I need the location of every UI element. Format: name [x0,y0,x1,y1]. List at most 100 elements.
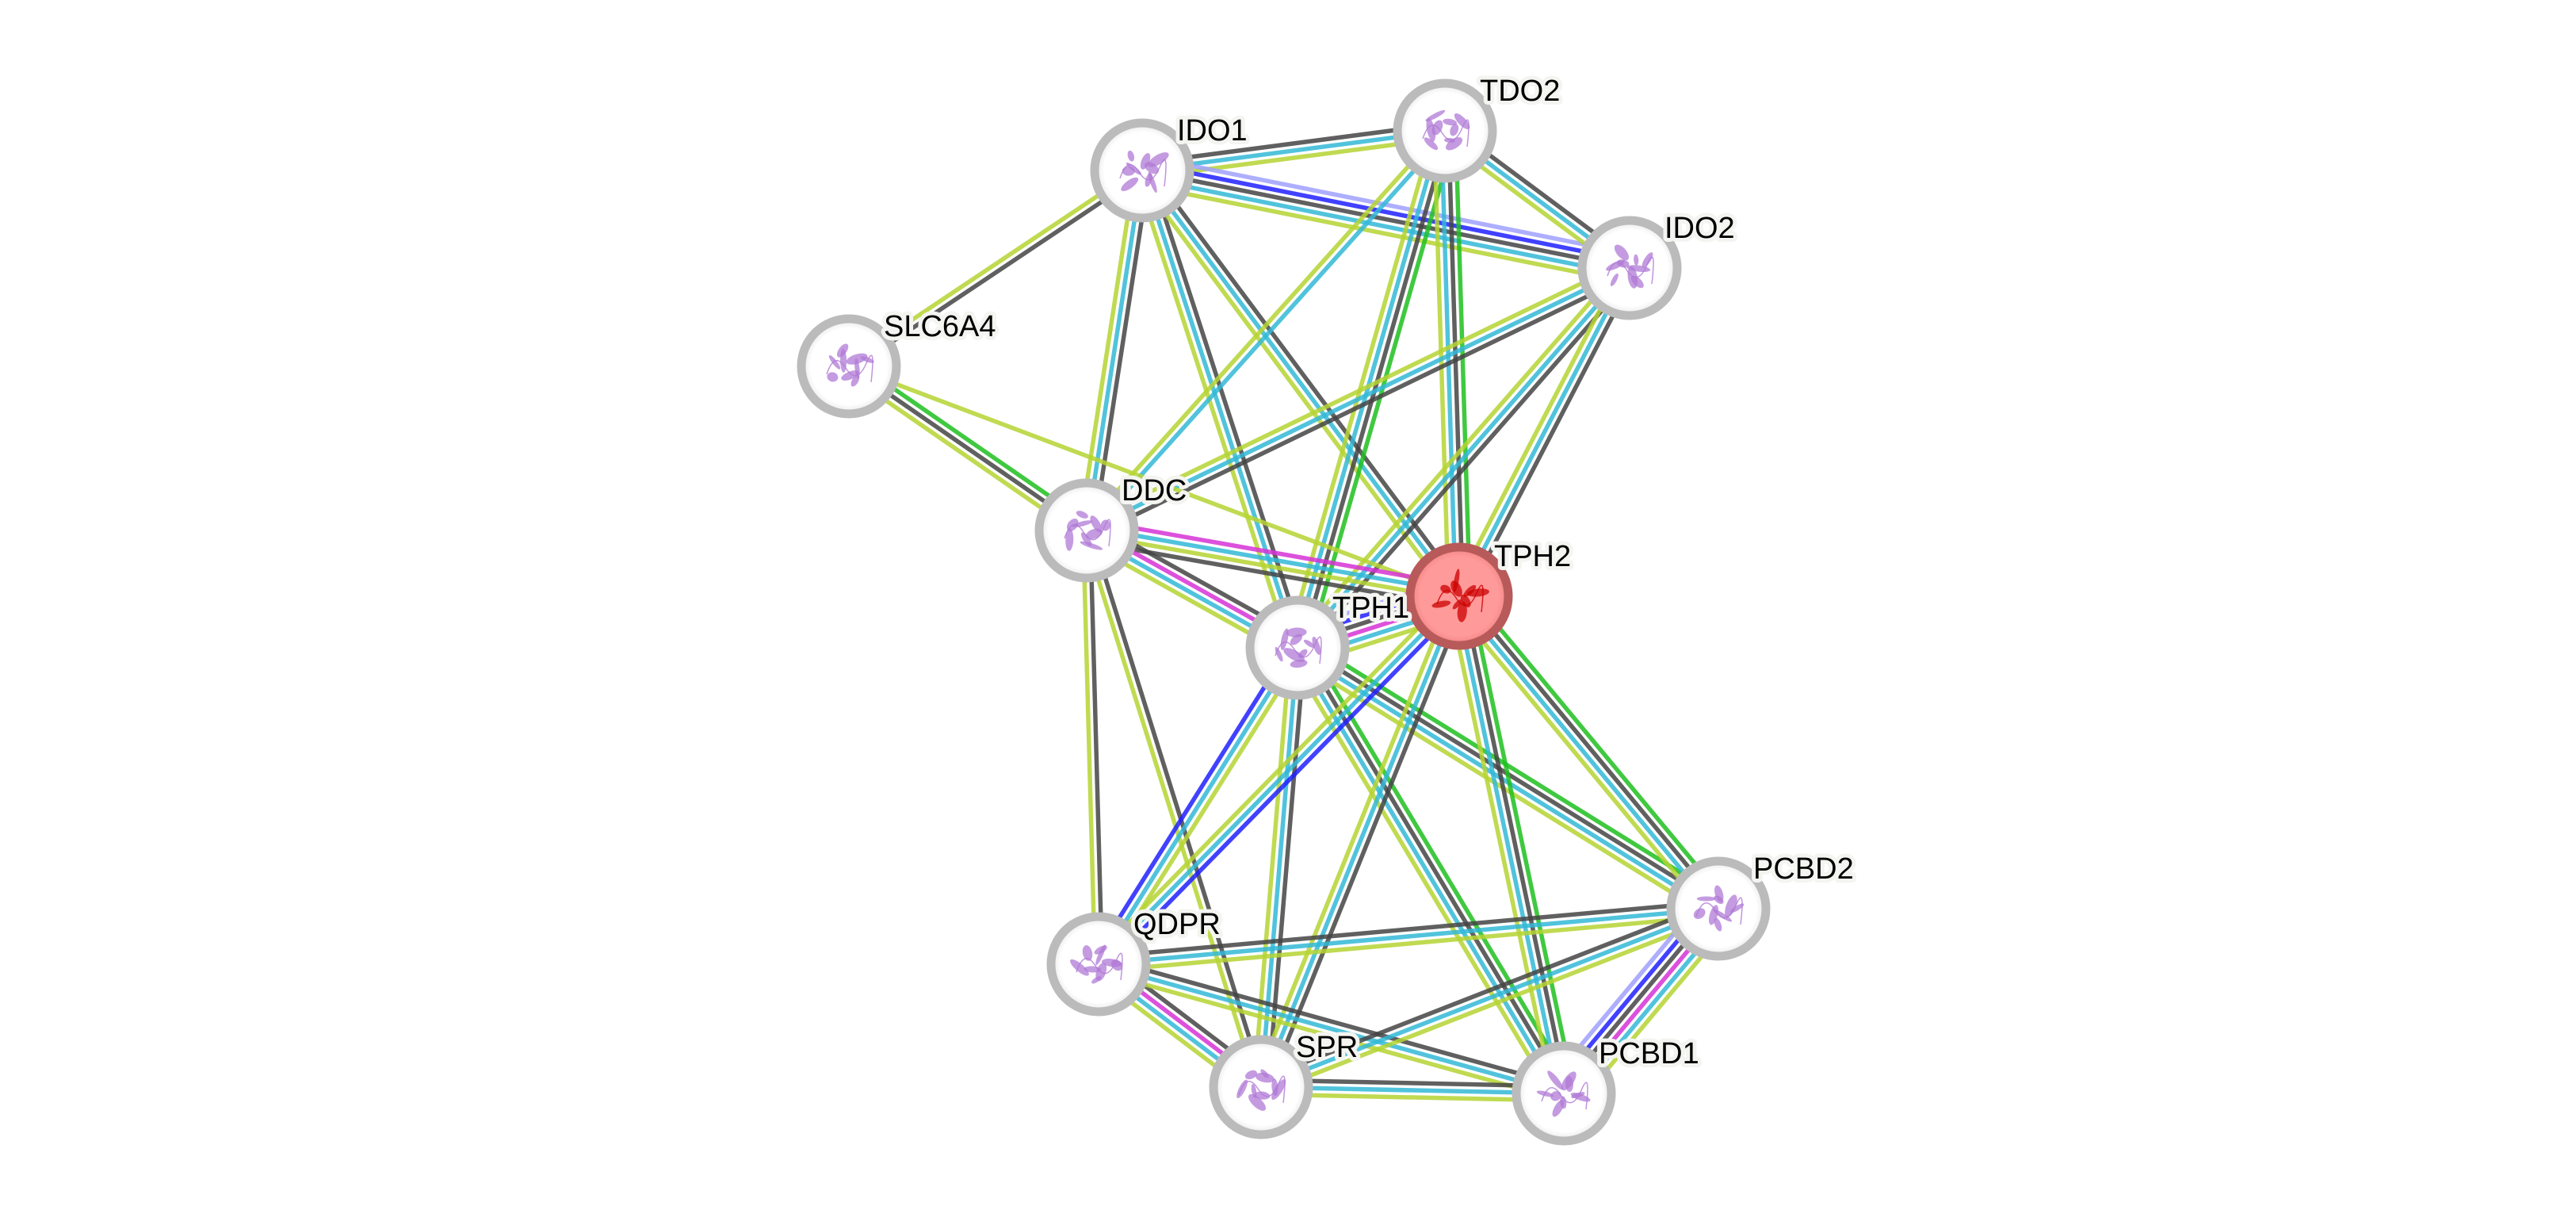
node-label: TPH2 [1494,540,1571,573]
helix-mark [1561,1071,1577,1091]
helix-mark [1255,1072,1275,1083]
node-slc6a4[interactable]: SLC6A4 [797,306,1000,419]
helix-mark [1286,627,1307,638]
node-label: DDC [1122,474,1187,507]
node-circle[interactable] [1245,595,1350,700]
edge-tdo2-ddc[interactable] [1082,127,1450,534]
node-tdo2[interactable]: TDO2 [1393,71,1564,183]
helix-mark [828,355,841,370]
node-label: SLC6A4 [884,310,996,343]
edge-tph2-qdpr[interactable] [1091,589,1466,971]
edge-line-known-database [1097,595,1461,966]
node-circle[interactable] [1046,912,1151,1017]
loop-mark [1607,256,1654,285]
edge-line-known-database [1292,648,1563,1097]
edge-line-known-database [1454,597,1718,913]
node-pcbd1[interactable]: PCBD1 [1512,1033,1703,1146]
helix-mark [1110,959,1123,971]
edge-line-textmining [1080,530,1098,965]
edge-ido1-ddc[interactable] [1077,169,1152,532]
edge-line-textmining [1252,647,1293,1087]
helix-mark [850,375,860,387]
helix-mark [1426,118,1436,142]
edge-line-textmining [1099,913,1720,974]
node-ido1[interactable]: IDO1 [1090,110,1252,223]
node-tph2[interactable]: TPH2 [1405,536,1575,650]
edge-line-textmining [1082,259,1628,527]
node-label: IDO2 [1664,212,1735,245]
helix-mark [1453,569,1460,592]
edge-slc6a4-tph2[interactable] [848,364,1460,599]
node-circle[interactable] [1090,118,1194,223]
helix-mark [1121,177,1139,192]
edge-line-coexpression [1257,900,1717,1083]
loop-mark [826,354,873,383]
edge-line-predicted-cooccurrence [1102,599,1466,971]
edge-ido2-tph2[interactable] [1450,263,1638,601]
edge-line-known-experimental [1087,517,1462,588]
node-circle[interactable] [1512,1041,1616,1146]
edge-qdpr-pcbd2[interactable] [1097,899,1720,974]
edge-line-textmining [1449,601,1712,917]
node-circle[interactable] [1209,1035,1313,1139]
node-label: SPR [1296,1031,1358,1064]
loop-mark [1436,584,1484,613]
node-label: QDPR [1133,908,1221,941]
helix-mark [1614,244,1630,261]
edge-line-known-database [1453,596,1563,1095]
edge-line-coexpression [1087,530,1105,964]
edge-ido1-ido2[interactable] [1138,154,1634,285]
node-circle[interactable] [1034,478,1139,583]
loop-mark [1064,519,1111,547]
helix-mark [846,353,868,365]
helix-mark [1080,541,1103,550]
node-ido2[interactable]: IDO2 [1577,208,1739,320]
helix-mark [1450,124,1459,136]
helix-mark [1140,153,1151,170]
edge-line-coexpression [1146,164,1467,594]
loop-mark [1422,119,1470,147]
helix-mark [1570,1093,1591,1102]
edge-line-known-database [1259,647,1300,1088]
helix-mark [1070,959,1089,976]
edge-line-coexpression [1460,595,1570,1093]
edge-tph2-spr[interactable] [1252,592,1468,1091]
edge-line-textmining [1431,131,1451,597]
helix-mark [827,372,839,382]
node-spr[interactable]: SPR [1209,1027,1362,1139]
edge-line-predicted-neighborhood [1453,130,1473,596]
edge-line-known-database [1140,175,1629,278]
edge-line-known-database [1084,170,1145,531]
edge-line-coexpression [1463,270,1638,601]
edge-qdpr-pcbd1[interactable] [1095,955,1567,1103]
node-tph1[interactable]: TPH1 [1245,588,1413,700]
helix-mark [1616,259,1630,268]
edge-line-predicted-cooccurrence [1143,161,1632,263]
edge-line-coexpression [1141,168,1630,270]
node-pcbd2[interactable]: PCBD2 [1666,848,1858,961]
edge-tph2-pcbd2[interactable] [1449,588,1729,917]
node-circle[interactable] [1393,78,1497,183]
node-qdpr[interactable]: QDPR [1046,904,1225,1017]
node-circle[interactable] [797,314,901,419]
helix-mark [1457,601,1467,622]
helix-mark [1248,1093,1267,1111]
helix-mark [1244,1070,1258,1080]
protein-structure-icon [1236,1069,1286,1111]
edge-ddc-qdpr[interactable] [1080,530,1105,965]
node-circle[interactable] [1666,856,1771,961]
protein-structure-icon [1070,944,1123,984]
edge-line-coexpression [1460,592,1723,908]
edge-ido1-slc6a4[interactable] [845,165,1146,372]
helix-mark [836,343,849,358]
edge-line-known-database [1087,132,1450,534]
edge-line-coexpression [1099,955,1567,1089]
edge-line-textmining [1447,598,1556,1097]
edge-line-known-database [1096,646,1300,966]
edge-line-textmining [845,165,1142,366]
edge-spr-pcbd2[interactable] [1257,900,1722,1096]
node-ddc[interactable]: DDC [1034,470,1191,583]
edge-tph2-pcbd1[interactable] [1447,593,1577,1097]
edge-line-textmining [1133,171,1294,651]
